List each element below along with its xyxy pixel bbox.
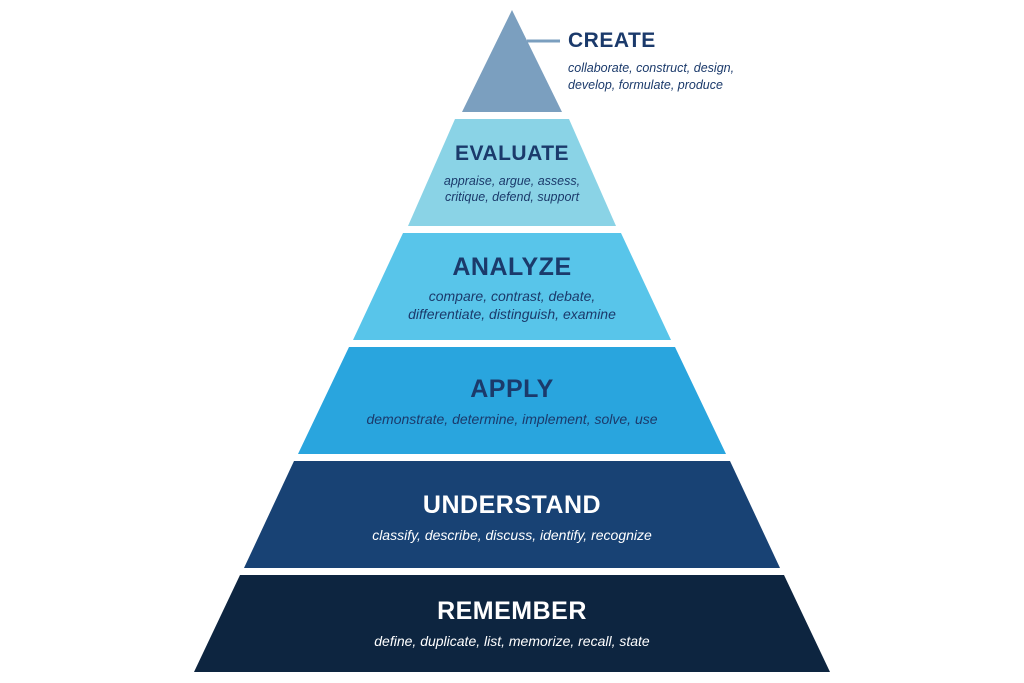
tier-create-title: CREATE <box>568 29 656 52</box>
tier-create-label: CREATE collaborate, construct, design, d… <box>568 30 768 94</box>
tier-analyze-title: ANALYZE <box>452 253 572 281</box>
tier-apply-shape <box>298 347 726 454</box>
tier-understand-description-line1: classify, describe, discuss, identify, r… <box>372 527 652 543</box>
tier-evaluate-description-line1: appraise, argue, assess, <box>443 174 581 188</box>
tier-apply-title: APPLY <box>470 375 554 403</box>
tier-analyze-description-line1: compare, contrast, debate, <box>428 288 596 304</box>
tier-understand-shape <box>244 461 780 568</box>
tier-create-description-line2: develop, formulate, produce <box>568 77 723 92</box>
tier-understand-description: classify, describe, discuss, identify, r… <box>312 526 712 544</box>
tier-remember-description: define, duplicate, list, memorize, recal… <box>312 632 712 650</box>
tier-understand-title: UNDERSTAND <box>422 491 602 519</box>
tier-apply-description-line1: demonstrate, determine, implement, solve… <box>366 411 658 427</box>
tier-remember-label: REMEMBER define, duplicate, list, memori… <box>312 599 712 650</box>
tier-evaluate-shape <box>408 119 616 226</box>
tier-analyze-shape <box>353 233 671 340</box>
tier-remember-description-line1: define, duplicate, list, memorize, recal… <box>374 633 650 649</box>
tier-evaluate-description: appraise, argue, assess, critique, defen… <box>412 173 612 206</box>
tier-remember-shape <box>194 575 830 672</box>
tier-apply-description: demonstrate, determine, implement, solve… <box>332 410 692 428</box>
tier-create-description-line1: collaborate, construct, design, <box>568 61 735 75</box>
tier-remember-title: REMEMBER <box>437 597 587 625</box>
tier-evaluate-description-line2: critique, defend, support <box>444 190 580 205</box>
tier-analyze-description-line2: differentiate, distinguish, examine <box>408 306 616 323</box>
tier-create-shape <box>462 10 562 112</box>
tier-analyze-label: ANALYZE compare, contrast, debate, diffe… <box>362 255 662 323</box>
tier-create-description: collaborate, construct, design, develop,… <box>568 60 768 94</box>
tier-apply-label: APPLY demonstrate, determine, implement,… <box>332 377 692 428</box>
tier-evaluate-title: EVALUATE <box>454 142 570 165</box>
tier-analyze-description: compare, contrast, debate, differentiate… <box>362 287 662 323</box>
tier-evaluate-label: EVALUATE appraise, argue, assess, critiq… <box>412 143 612 206</box>
tier-understand-label: UNDERSTAND classify, describe, discuss, … <box>312 493 712 544</box>
